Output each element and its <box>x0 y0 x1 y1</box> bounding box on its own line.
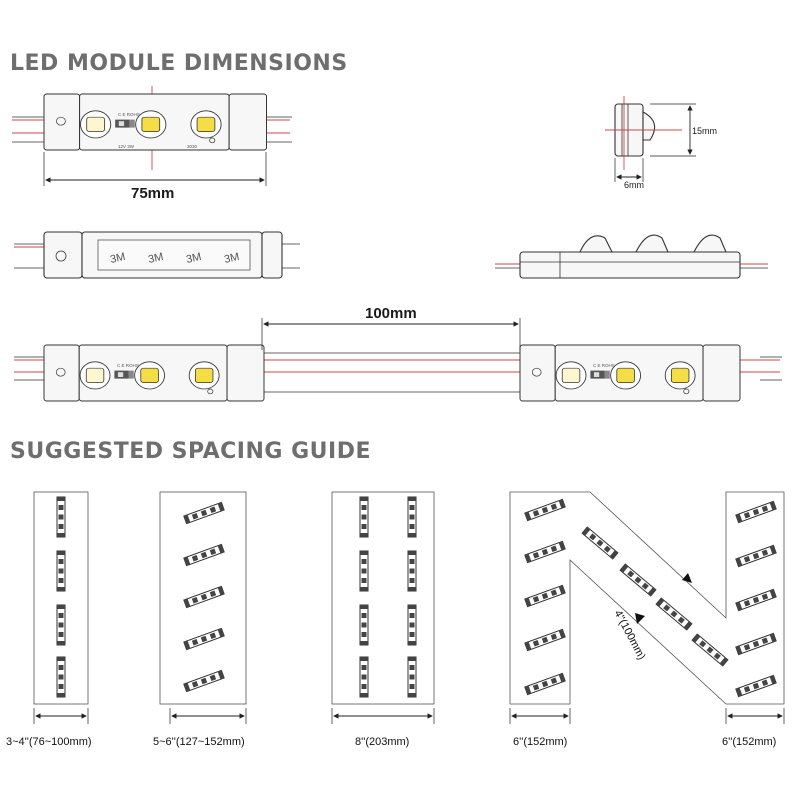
module-marking-cert: C E ROHS <box>118 112 140 117</box>
spacing-label-slash: 5~6''(127~152mm) <box>153 736 245 748</box>
pitch-label: 100mm <box>365 305 417 322</box>
module-profile-view <box>495 234 768 279</box>
module-side-view: 15mm 6mm <box>605 96 717 190</box>
tape-label-1: 3M <box>109 251 126 266</box>
tape-label-3: 3M <box>185 251 202 266</box>
tape-label-2: 3M <box>147 251 164 266</box>
spacing-label-i: 3~4''(76~100mm) <box>6 736 92 748</box>
spacing-letter-slash: 5~6''(127~152mm) <box>153 491 247 748</box>
module-b-marking-cert: C E ROHS <box>593 363 615 368</box>
spacing-label-n-right: 6''(152mm) <box>722 736 776 748</box>
module-bottom-view: 3M 3M 3M 3M <box>14 231 300 279</box>
pitch-dimension: 100mm <box>261 305 521 350</box>
width-label: 6mm <box>624 180 644 190</box>
spacing-letter-ii: 8''(203mm) <box>331 491 435 748</box>
spacing-heading: SUGGESTED SPACING GUIDE <box>10 439 371 464</box>
tape-label-4: 3M <box>223 251 240 266</box>
module-marking-model: 3030 <box>187 144 198 149</box>
module-a-marking-cert: C E ROHS <box>117 363 139 368</box>
spacing-letter-n: 4''(100mm) 6''(152mm) 6''(152mm) <box>509 491 785 748</box>
height-label: 15mm <box>692 126 717 136</box>
length-label: 75mm <box>131 185 174 202</box>
module-marking-voltage: 12V 3W <box>118 144 135 149</box>
spacing-letter-i: 3~4''(76~100mm) <box>6 491 92 748</box>
spacing-label-n-left: 6''(152mm) <box>513 736 567 748</box>
spacing-label-ii: 8''(203mm) <box>355 736 409 748</box>
dimensions-heading: LED MODULE DIMENSIONS <box>10 51 348 76</box>
connected-modules: C E ROHS C E ROHS <box>14 344 782 402</box>
module-top-view: C E ROHS 12V 3W 3030 <box>12 86 292 170</box>
length-dimension: 75mm <box>43 152 267 202</box>
